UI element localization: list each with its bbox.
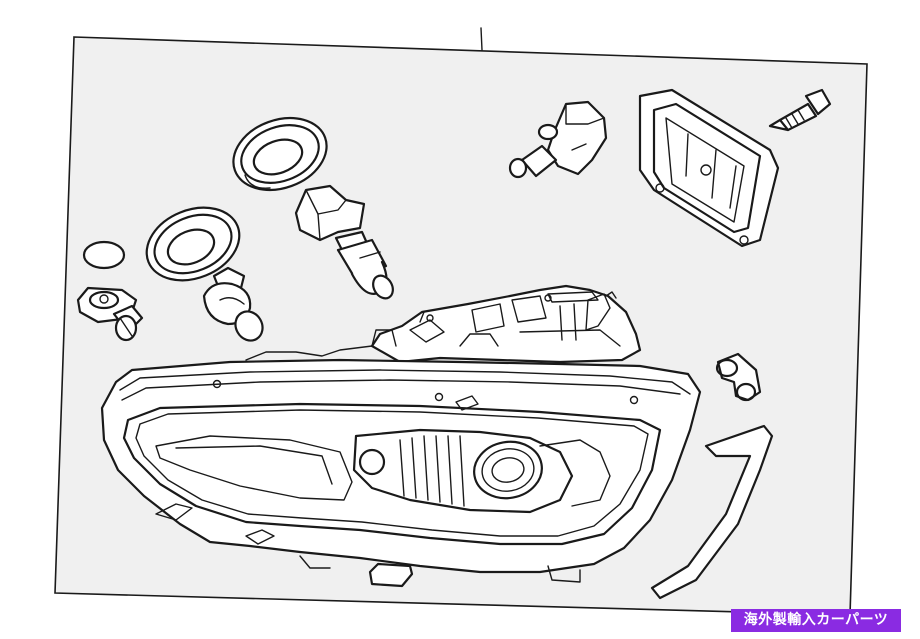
gasket-ring (82, 240, 126, 270)
side-marker-socket (76, 286, 144, 342)
leveling-actuator (508, 100, 608, 179)
leader-line (480, 27, 483, 51)
bulb-cap-upper (232, 116, 328, 192)
screw (768, 88, 832, 132)
halogen-bulb (336, 238, 394, 300)
control-module (638, 88, 780, 248)
headlamp-assembly (100, 284, 702, 588)
bulb-cap-lower (145, 206, 241, 282)
elbow-connector (715, 352, 762, 402)
watermark-banner: 海外製輸入カーパーツ (731, 609, 901, 632)
bulb-socket-lower (202, 266, 264, 342)
trim-strip (650, 424, 774, 600)
